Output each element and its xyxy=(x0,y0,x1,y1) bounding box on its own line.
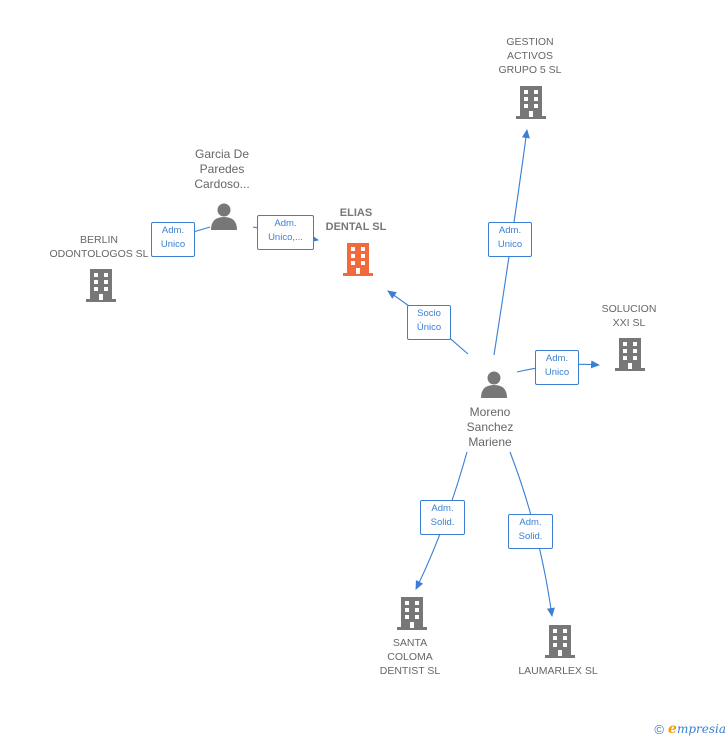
brand-logo: empresia xyxy=(668,721,726,737)
node-label-santa-coloma[interactable]: SANTA COLOMA DENTIST SL xyxy=(379,637,441,677)
person-icon[interactable] xyxy=(479,369,509,399)
node-label-berlin-odontologos[interactable]: BERLIN ODONTOLOGOS SL xyxy=(49,234,149,260)
footer-brand: © empresia xyxy=(654,720,726,738)
building-icon[interactable] xyxy=(395,595,429,631)
node-label-garcia-de-paredes[interactable]: Garcia De Paredes Cardoso... xyxy=(194,147,250,191)
node-label-gestion-activos[interactable]: GESTION ACTIVOS GRUPO 5 SL xyxy=(498,36,562,76)
edge-label-socio-unico[interactable]: Socio Único xyxy=(407,305,451,340)
building-icon[interactable] xyxy=(341,241,375,277)
building-icon[interactable] xyxy=(84,267,118,303)
node-label-moreno-sanchez[interactable]: Moreno Sanchez Mariene xyxy=(466,405,514,449)
node-label-solucion-xxi[interactable]: SOLUCION XXI SL xyxy=(601,303,657,329)
building-icon[interactable] xyxy=(514,84,548,120)
building-icon[interactable] xyxy=(613,336,647,372)
node-label-elias-dental[interactable]: ELIAS DENTAL SL xyxy=(325,207,387,233)
edge-label-adm-unico[interactable]: Adm. Unico,... xyxy=(257,215,314,250)
edge-label-adm-unico[interactable]: Adm. Unico xyxy=(151,222,195,257)
person-icon[interactable] xyxy=(209,201,239,231)
node-label-laumarlex[interactable]: LAUMARLEX SL xyxy=(518,665,598,677)
building-icon[interactable] xyxy=(543,623,577,659)
edge-label-adm-unico[interactable]: Adm. Unico xyxy=(488,222,532,257)
copyright-icon: © xyxy=(654,721,665,737)
edge-label-adm-unico[interactable]: Adm. Unico xyxy=(535,350,579,385)
edge-label-adm-solid[interactable]: Adm. Solid. xyxy=(508,514,553,549)
edge-label-adm-solid[interactable]: Adm. Solid. xyxy=(420,500,465,535)
